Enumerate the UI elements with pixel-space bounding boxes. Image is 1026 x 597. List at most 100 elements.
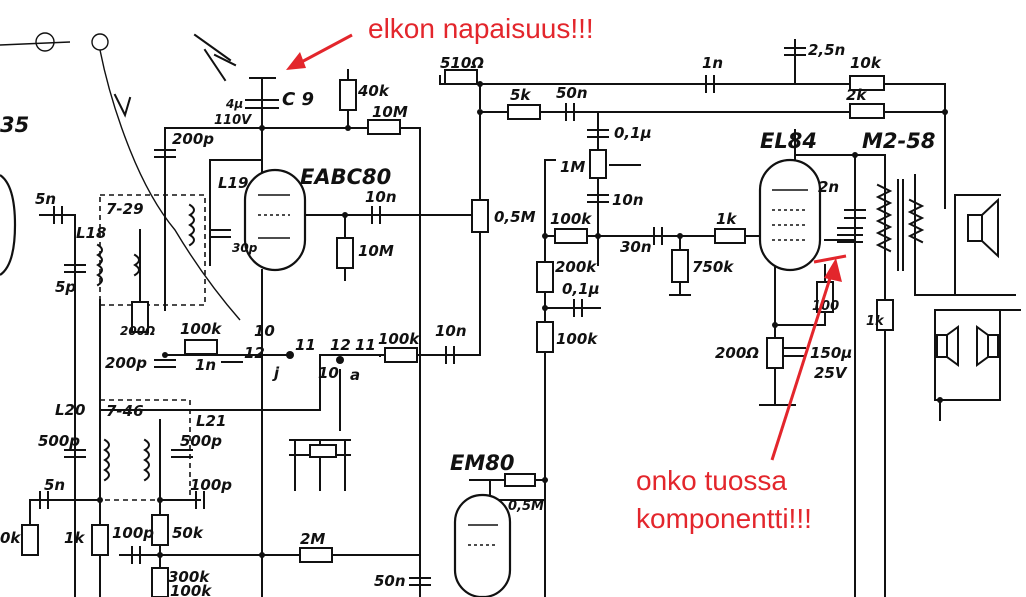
svg-text:30n: 30n xyxy=(620,238,652,256)
resistor-1k-fb xyxy=(876,299,894,331)
resistor-100k-sw2 xyxy=(384,347,418,363)
svg-text:5p: 5p xyxy=(55,278,76,296)
resistor-100k-el84 xyxy=(554,228,588,244)
resistor-300k xyxy=(151,567,169,597)
svg-text:200p: 200p xyxy=(105,354,147,372)
svg-text:50n: 50n xyxy=(374,572,406,590)
svg-text:11: 11 xyxy=(295,336,316,354)
tube-labels: EABC80 EL84 EM80 M2-58 xyxy=(300,129,935,475)
coil-l19 xyxy=(188,203,195,247)
resistor-10M-top xyxy=(367,119,401,135)
resistor-100k-sw xyxy=(184,339,218,355)
resistor-05M-em xyxy=(504,473,536,487)
red-annotations: elkon napaisuus!!! onko tuossa komponent… xyxy=(286,13,847,534)
resistor-small xyxy=(309,444,337,458)
svg-text:10: 10 xyxy=(318,364,339,382)
svg-text:12: 12 xyxy=(330,336,351,354)
coil-l18 xyxy=(96,243,103,287)
tube-name-eabc80: EABC80 xyxy=(300,165,391,189)
potentiometer-05M xyxy=(471,199,489,233)
svg-text:100k: 100k xyxy=(556,330,598,348)
label-c9: C 9 xyxy=(282,89,314,110)
tube-em80 xyxy=(453,493,512,597)
svg-text:510Ω: 510Ω xyxy=(440,54,484,72)
coil-l20 xyxy=(103,438,110,482)
resistor-10M-mid xyxy=(336,237,354,269)
svg-text:0k: 0k xyxy=(0,529,21,547)
svg-text:100k: 100k xyxy=(180,320,222,338)
junctions xyxy=(97,81,948,558)
resistors xyxy=(21,69,894,597)
svg-text:7-46: 7-46 xyxy=(106,402,144,420)
component-labels: C 9 4μ 110V 40k 10M 510Ω 1n 2,5n 10k 2k … xyxy=(0,41,885,597)
svg-text:j: j xyxy=(272,364,280,382)
svg-text:10k: 10k xyxy=(850,54,882,72)
tube-name-el84: EL84 xyxy=(760,129,817,153)
resistor-200k xyxy=(536,261,554,293)
svg-text:10M: 10M xyxy=(372,103,408,121)
svg-text:2M: 2M xyxy=(300,530,325,548)
svg-text:50k: 50k xyxy=(172,524,204,542)
svg-text:L20: L20 xyxy=(55,401,85,419)
svg-text:0,5M: 0,5M xyxy=(494,208,536,226)
svg-text:500p: 500p xyxy=(38,432,80,450)
annotation-component-line1: onko tuossa xyxy=(636,465,787,496)
svg-text:150μ: 150μ xyxy=(810,344,852,362)
svg-text:0,1μ: 0,1μ xyxy=(614,124,652,142)
svg-text:100k: 100k xyxy=(550,210,592,228)
resistor-200-cath xyxy=(766,337,784,369)
resistor-2k xyxy=(849,103,885,119)
resistor-1k-low xyxy=(91,524,109,556)
svg-text:1M: 1M xyxy=(560,158,585,176)
scribbles xyxy=(0,32,241,321)
resistor-2M xyxy=(299,547,333,563)
svg-text:11: 11 xyxy=(355,336,376,354)
svg-text:10: 10 xyxy=(254,322,275,340)
speaker-left xyxy=(936,334,948,358)
coil-l21 xyxy=(143,438,150,482)
svg-text:110V: 110V xyxy=(214,113,252,128)
svg-text:0,5M: 0,5M xyxy=(508,499,544,514)
svg-text:0,1μ: 0,1μ xyxy=(562,280,600,298)
resistor-edge-0k xyxy=(21,524,39,556)
speaker-main xyxy=(967,214,983,242)
svg-text:L18: L18 xyxy=(76,224,106,242)
tube-eabc80 xyxy=(243,168,307,272)
svg-text:300k: 300k xyxy=(168,568,210,586)
coils xyxy=(96,179,925,482)
transformer-secondary xyxy=(907,198,925,244)
svg-text:100p: 100p xyxy=(190,476,232,494)
svg-text:7-29: 7-29 xyxy=(106,200,144,218)
svg-text:1k: 1k xyxy=(866,314,885,329)
svg-text:5n: 5n xyxy=(44,476,65,494)
svg-text:100k: 100k xyxy=(378,330,420,348)
svg-text:750k: 750k xyxy=(692,258,734,276)
coil-l18-sec xyxy=(133,253,140,277)
svg-text:50n: 50n xyxy=(556,84,588,102)
svg-text:1n: 1n xyxy=(702,54,723,72)
svg-text:10n: 10n xyxy=(435,322,467,340)
svg-text:200k: 200k xyxy=(555,258,597,276)
svg-text:100: 100 xyxy=(812,299,839,314)
speaker-right xyxy=(987,334,999,358)
svg-text:1n: 1n xyxy=(195,356,216,374)
resistor-10k xyxy=(849,75,885,91)
svg-text:100p: 100p xyxy=(112,524,154,542)
resistor-100k-mid xyxy=(536,321,554,353)
resistor-750k xyxy=(671,249,689,283)
annotation-polarity: elkon napaisuus!!! xyxy=(368,13,594,44)
svg-text:40k: 40k xyxy=(357,82,390,100)
resistor-200-left xyxy=(131,301,149,333)
resistor-5k xyxy=(507,104,541,120)
svg-text:2n: 2n xyxy=(818,178,839,196)
svg-text:100k: 100k xyxy=(170,582,212,597)
resistor-1k-el84 xyxy=(714,228,746,244)
transformer-name: M2-58 xyxy=(862,129,935,153)
tube-name-em80: EM80 xyxy=(450,451,514,475)
svg-text:10M: 10M xyxy=(358,242,394,260)
tubes xyxy=(0,158,822,597)
svg-text:L19: L19 xyxy=(218,174,248,192)
svg-text:500p: 500p xyxy=(180,432,222,450)
resistor-50k xyxy=(151,514,169,546)
resistor-1M xyxy=(589,149,607,179)
